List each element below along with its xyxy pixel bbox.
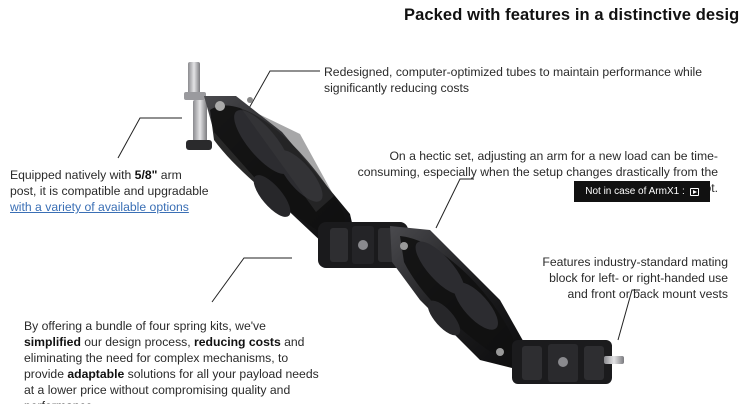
callout-post-text-2: arm post, it is compatible and upgradabl… <box>10 168 209 198</box>
section-title: Packed with features in a distinctive de… <box>404 6 740 24</box>
mounting-block <box>512 340 624 384</box>
lower-arm-section <box>390 226 526 368</box>
kits-text-2: our design process, <box>80 335 195 349</box>
kits-bold-simplified: simplified <box>24 335 81 349</box>
callout-lines <box>117 70 640 341</box>
callout-arm-post: Equipped natively with 5/8" arm post, it… <box>10 167 210 215</box>
play-video-icon <box>689 187 699 196</box>
middle-hinge <box>318 222 408 268</box>
callout-post-bold: 5/8" <box>134 168 158 182</box>
callout-mating-block: Features industry-standard mating block … <box>542 255 728 301</box>
kits-text-3: and eliminating the need for complex mec… <box>24 335 305 381</box>
callout-post-text: Equipped natively with <box>10 168 135 182</box>
upper-arm-section <box>204 96 356 246</box>
kits-text-4: solutions for all your payload needs at … <box>24 367 319 404</box>
armx1-badge-label: Not in case of ArmX1 : <box>585 186 685 197</box>
kits-bold-adaptable: adaptable <box>67 367 125 381</box>
armx1-video-button[interactable]: Not in case of ArmX1 : <box>574 181 710 202</box>
kits-text-1: By offering a bundle of four spring kits… <box>24 319 266 333</box>
callout-spring-kits: By offering a bundle of four spring kits… <box>24 318 324 404</box>
arm-post <box>184 62 212 150</box>
available-options-link[interactable]: with a variety of available options <box>10 200 189 214</box>
kits-bold-reducing-costs: reducing costs <box>194 335 281 349</box>
callout-tubes: Redesigned, computer-optimized tubes to … <box>324 65 703 95</box>
